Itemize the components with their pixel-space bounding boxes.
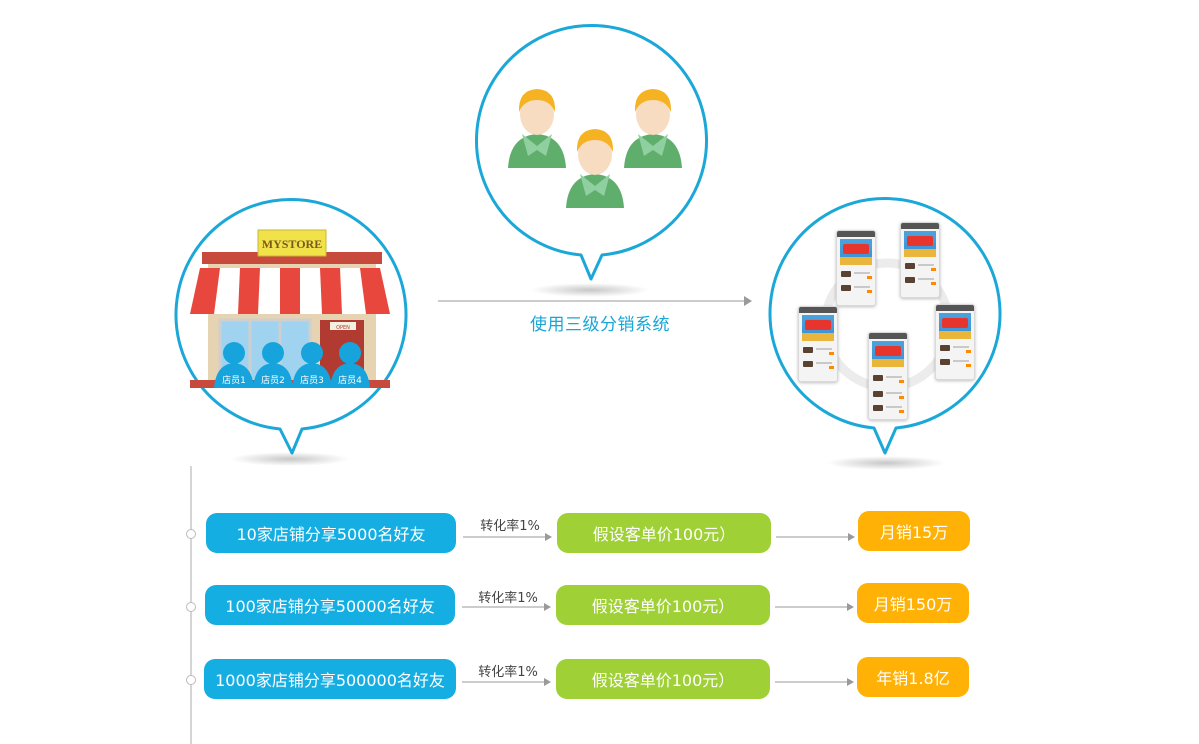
row1-price-pill: 假设客单价100元） <box>557 513 771 553</box>
phone-screen-2 <box>900 222 940 298</box>
staff-label-4: 店员4 <box>338 374 362 386</box>
row2-arrow-1 <box>462 603 551 611</box>
store-bubble-shadow <box>230 452 350 466</box>
timeline-dot-3 <box>186 675 196 685</box>
customer-figure-1 <box>508 89 566 168</box>
staff-label-2: 店员2 <box>261 374 285 386</box>
row2-sales-pill: 月销150万 <box>857 583 969 623</box>
system-caption: 使用三级分销系统 <box>530 315 670 335</box>
row1-arrow-1 <box>463 533 552 541</box>
staff-label-1: 店员1 <box>222 374 246 386</box>
timeline-dot-1 <box>186 529 196 539</box>
store-open-tag: OPEN <box>336 325 350 331</box>
row2-conversion-label: 转化率1% <box>478 591 538 606</box>
row3-conversion-label: 转化率1% <box>478 665 538 680</box>
network-bubble <box>768 197 1002 455</box>
row3-price-pill: 假设客单价100元） <box>556 659 770 699</box>
phone-screen-1 <box>836 230 876 306</box>
timeline-dot-2 <box>186 602 196 612</box>
customers-bubble-shadow <box>530 283 650 297</box>
row1-arrow-2 <box>776 533 855 541</box>
row1-sales-pill: 月销15万 <box>858 511 970 551</box>
row3-sales-pill: 年销1.8亿 <box>857 657 969 697</box>
phone-screen-5 <box>868 332 908 420</box>
row3-stores-pill: 1000家店铺分享500000名好友 <box>204 659 456 699</box>
awning <box>190 268 390 314</box>
row3-arrow-2 <box>775 678 854 686</box>
staff-label-3: 店员3 <box>300 374 324 386</box>
system-arrow <box>438 296 752 306</box>
phone-screen-4 <box>935 304 975 380</box>
store-sign-text: MYSTORE <box>262 237 322 251</box>
row3-arrow-1 <box>462 678 551 686</box>
network-bubble-shadow <box>826 456 946 470</box>
row2-stores-pill: 100家店铺分享50000名好友 <box>205 585 455 625</box>
phone-screen-3 <box>798 306 838 382</box>
customer-figure-3 <box>624 89 682 168</box>
staff-group: 店员1 店员2 店员3 店员4 <box>214 342 370 388</box>
row1-stores-pill: 10家店铺分享5000名好友 <box>206 513 456 553</box>
customer-figure-2 <box>566 129 624 208</box>
row2-price-pill: 假设客单价100元） <box>556 585 770 625</box>
row1-conversion-label: 转化率1% <box>480 519 540 534</box>
row2-arrow-2 <box>775 603 854 611</box>
